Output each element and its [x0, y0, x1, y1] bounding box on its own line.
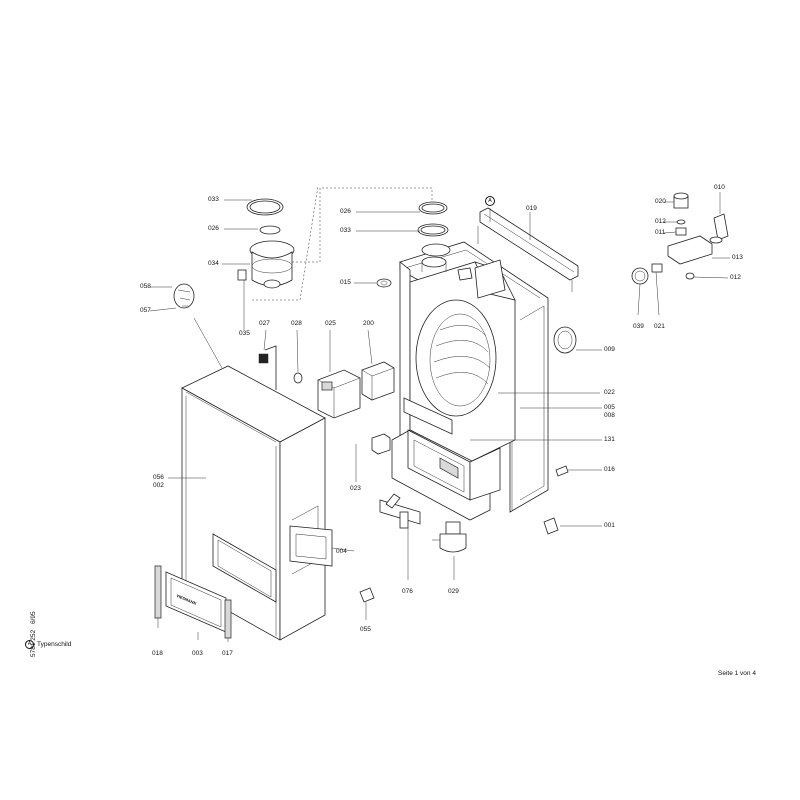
label-200: 200 — [363, 320, 374, 327]
label-039: 039 — [633, 323, 644, 330]
label-008: 008 — [604, 412, 615, 419]
label-022: 022 — [604, 389, 615, 396]
label-010: 010 — [714, 184, 725, 191]
valve-cluster — [631, 192, 729, 285]
label-019: 019 — [526, 205, 537, 212]
label-016: 016 — [604, 466, 615, 473]
label-057: 057 — [140, 307, 151, 314]
heat-exchanger-assembly — [409, 256, 516, 463]
switch-023 — [371, 433, 391, 455]
label-033-right: 033 — [340, 227, 351, 234]
label-056: 056 — [153, 474, 164, 481]
label-027: 027 — [259, 320, 270, 327]
label-026: 026 — [208, 225, 219, 232]
label-020: 020 — [655, 198, 666, 205]
legend-text: Typenschild — [37, 641, 72, 648]
side-panel-004 — [289, 525, 333, 567]
label-131: 131 — [604, 436, 615, 443]
label-009: 009 — [604, 346, 615, 353]
label-058: 058 — [140, 283, 151, 290]
label-013: 013 — [732, 254, 743, 261]
label-018: 018 — [152, 650, 163, 657]
flue-rings-right — [376, 201, 451, 288]
flue-spigot-034 — [237, 198, 295, 289]
front-plate-003 — [154, 565, 232, 639]
control-unit-131 — [391, 397, 501, 521]
label-025: 025 — [325, 320, 336, 327]
connection-block-076 — [379, 493, 421, 529]
front-casing — [181, 365, 326, 641]
document-date: 6/95 — [30, 611, 37, 624]
legend: A Typenschild — [25, 640, 71, 649]
label-029: 029 — [448, 588, 459, 595]
label-011: 011 — [655, 229, 666, 236]
label-021: 021 — [654, 323, 665, 330]
label-012-top: 012 — [655, 218, 666, 225]
pipe-027 — [258, 345, 303, 390]
label-026-right: 026 — [340, 208, 351, 215]
label-012-bottom: 012 — [730, 274, 741, 281]
leader-lines — [149, 192, 730, 642]
wall-bracket-019 — [477, 207, 579, 292]
label-017: 017 — [222, 650, 233, 657]
label-003: 003 — [192, 650, 203, 657]
label-035: 035 — [239, 330, 250, 337]
part-055 — [359, 587, 375, 603]
label-076: 076 — [402, 588, 413, 595]
page-number: Seite 1 von 4 — [718, 670, 756, 677]
label-034: 034 — [208, 260, 219, 267]
label-002: 002 — [153, 482, 164, 489]
label-004: 004 — [336, 548, 347, 555]
label-033: 033 — [208, 196, 219, 203]
label-005: 005 — [604, 404, 615, 411]
gas-valve-025 — [317, 361, 395, 419]
clip-001 — [543, 517, 559, 535]
label-055: 055 — [360, 626, 371, 633]
ring-009 — [553, 326, 577, 354]
pump-029 — [432, 521, 467, 553]
screw-016 — [555, 465, 569, 477]
legend-marker: A — [25, 640, 34, 649]
badge-057-058 — [173, 283, 195, 309]
label-023: 023 — [350, 485, 361, 492]
label-028: 028 — [291, 320, 302, 327]
label-015: 015 — [340, 279, 351, 286]
label-001: 001 — [604, 522, 615, 529]
marker-a: A — [485, 196, 495, 206]
